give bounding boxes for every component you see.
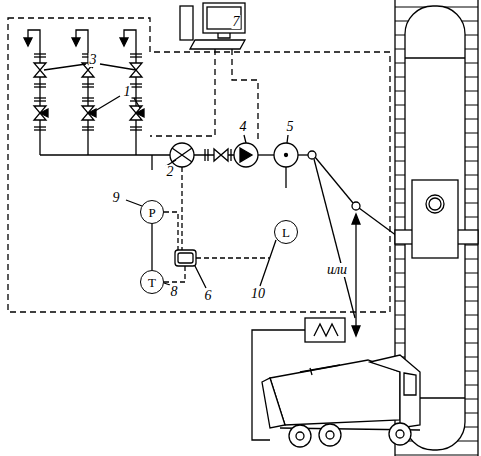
instrument-circle: L xyxy=(274,220,298,244)
instrument-circle: T xyxy=(140,270,164,294)
instrument-letter: L xyxy=(282,226,290,239)
instrument-letter: T xyxy=(148,276,156,289)
callout-number: 9 xyxy=(112,191,121,205)
callout-number: 8 xyxy=(170,285,179,299)
callout-number: 4 xyxy=(239,120,248,134)
alternative-note: или xyxy=(326,263,348,277)
callout-number: 1 xyxy=(123,85,132,99)
instrument-circle: P xyxy=(140,200,164,224)
callout-number: 5 xyxy=(286,120,295,134)
callout-number: 3 xyxy=(89,53,98,67)
callout-number: 7 xyxy=(232,15,241,29)
pipe-line xyxy=(151,224,152,270)
callout-number: 10 xyxy=(250,287,266,301)
instrument-letter: P xyxy=(148,206,155,219)
callout-number: 2 xyxy=(166,165,175,179)
callout-number: 6 xyxy=(204,289,213,303)
